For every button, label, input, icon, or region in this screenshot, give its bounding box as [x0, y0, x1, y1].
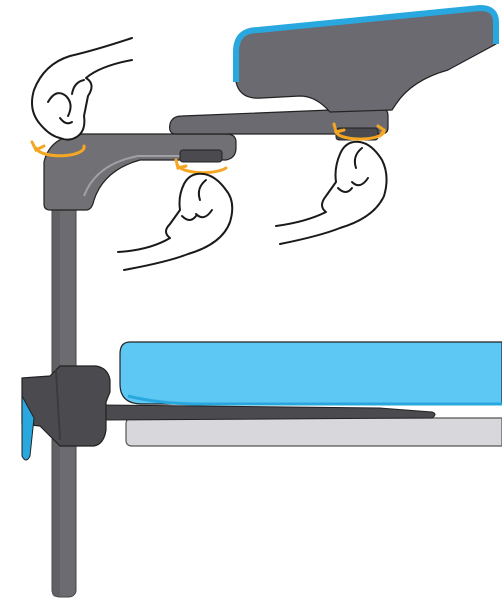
upper-armrest-pad: [236, 8, 496, 112]
lower-armrest-bracket: [100, 405, 435, 420]
lower-armrest-pad: [120, 342, 502, 404]
clamp: [22, 366, 110, 460]
lower-armrest-tray: [126, 418, 502, 446]
pinching-hand-icon: [32, 38, 132, 140]
pinching-hand-icon: [118, 174, 232, 270]
pinching-hand-icon: [276, 142, 387, 244]
